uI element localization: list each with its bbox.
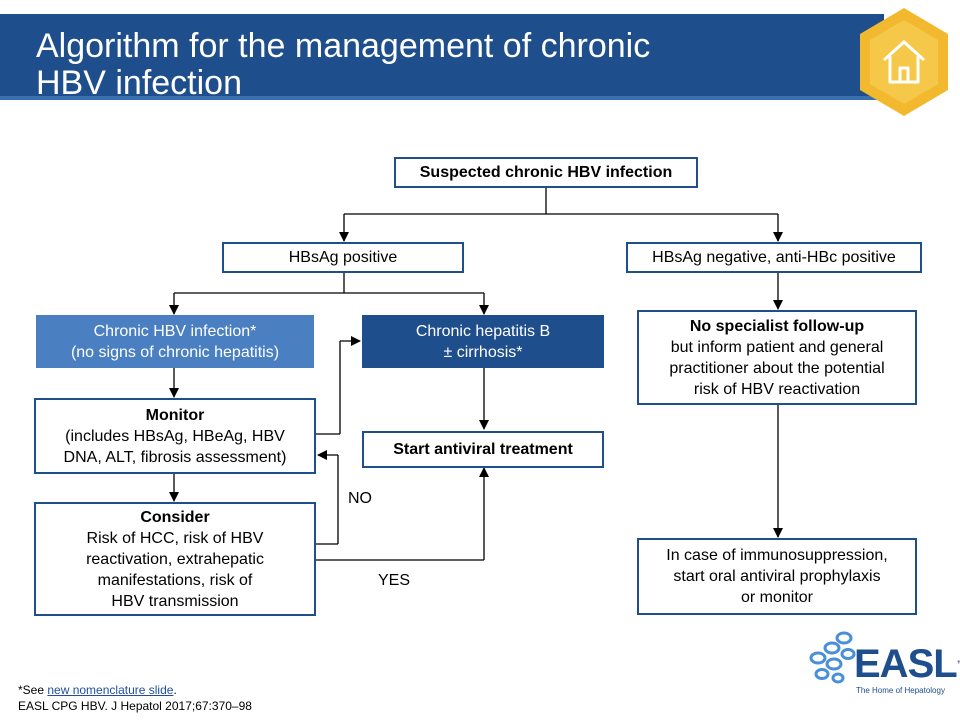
easl-logo: EASL™ The Home of Hepatology — [806, 630, 960, 710]
consider-line-4: HBV transmission — [111, 592, 239, 610]
start-treatment-box: Start antiviral treatment — [362, 431, 604, 468]
no-specialist-box: No specialist follow-up but inform patie… — [637, 310, 917, 405]
title-bar: Algorithm for the management of chronic … — [0, 14, 884, 102]
hbsag-positive-label: HBsAg positive — [288, 249, 398, 266]
title-line-2: HBV infection — [36, 64, 242, 102]
no-specialist-line-3: risk of HBV reactivation — [693, 380, 861, 398]
easl-tm: ™ — [957, 659, 960, 669]
suspected-infection-box: Suspected chronic HBV infection — [394, 157, 698, 188]
footnote-suffix: . — [173, 683, 177, 697]
consider-line-3: manifestations, risk of — [97, 571, 253, 589]
consider-line-1: Risk of HCC, risk of HBV — [86, 529, 264, 547]
start-treatment-label: Start antiviral treatment — [393, 441, 573, 458]
easl-logo-text: EASL™ — [854, 644, 960, 684]
immunosuppression-line-3: or monitor — [740, 589, 814, 606]
no-specialist-title: No specialist follow-up — [689, 317, 865, 335]
immunosuppression-line-2: start oral antiviral prophylaxis — [673, 568, 881, 585]
suspected-infection-label: Suspected chronic HBV infection — [419, 164, 673, 181]
yes-branch-label: YES — [378, 572, 411, 589]
no-specialist-line-1: but inform patient and general — [670, 338, 884, 356]
chronic-infection-line-1: Chronic HBV infection* — [93, 322, 257, 340]
easl-wordmark: EASL — [854, 642, 958, 686]
footnote-see: *See new nomenclature slide. — [18, 682, 177, 698]
no-specialist-line-2: practitioner about the potential — [669, 359, 885, 377]
easl-hex-cluster-icon — [809, 631, 856, 684]
chronic-infection-box: Chronic HBV infection* (no signs of chro… — [36, 315, 314, 368]
footnote-citation: EASL CPG HBV. J Hepatol 2017;67:370–98 — [18, 699, 252, 713]
chronic-hepatitis-box: Chronic hepatitis B ± cirrhosis* — [362, 315, 604, 368]
monitor-title: Monitor — [145, 406, 205, 424]
consider-box: Consider Risk of HCC, risk of HBV reacti… — [34, 502, 316, 616]
chronic-hepatitis-line-1: Chronic hepatitis B — [415, 322, 551, 340]
consider-title: Consider — [140, 508, 210, 526]
footnote-prefix: *See — [18, 683, 48, 697]
hbsag-positive-box: HBsAg positive — [222, 242, 464, 273]
no-branch-label: NO — [348, 490, 372, 507]
title-line-1: Algorithm for the management of chronic — [36, 27, 651, 65]
monitor-line-2: DNA, ALT, fibrosis assessment) — [63, 448, 287, 466]
chronic-infection-line-2: (no signs of chronic hepatitis) — [70, 343, 280, 361]
immunosuppression-box: In case of immunosuppression, start oral… — [637, 538, 917, 615]
hbsag-negative-box: HBsAg negative, anti-HBc positive — [626, 242, 922, 273]
monitor-line-1: (includes HBsAg, HBeAg, HBV — [65, 427, 285, 445]
monitor-box: Monitor (includes HBsAg, HBeAg, HBV DNA,… — [34, 398, 316, 474]
immunosuppression-line-1: In case of immunosuppression, — [666, 547, 888, 564]
home-button[interactable] — [858, 6, 950, 118]
chronic-hepatitis-line-2: ± cirrhosis* — [443, 343, 523, 361]
home-icon — [860, 8, 948, 116]
nomenclature-link[interactable]: new nomenclature slide — [47, 683, 174, 697]
consider-line-2: reactivation, extrahepatic — [86, 550, 264, 568]
hbsag-negative-label: HBsAg negative, anti-HBc positive — [652, 249, 896, 266]
easl-tagline: The Home of Hepatology — [856, 686, 945, 695]
page-title: Algorithm for the management of chronic … — [36, 28, 836, 102]
